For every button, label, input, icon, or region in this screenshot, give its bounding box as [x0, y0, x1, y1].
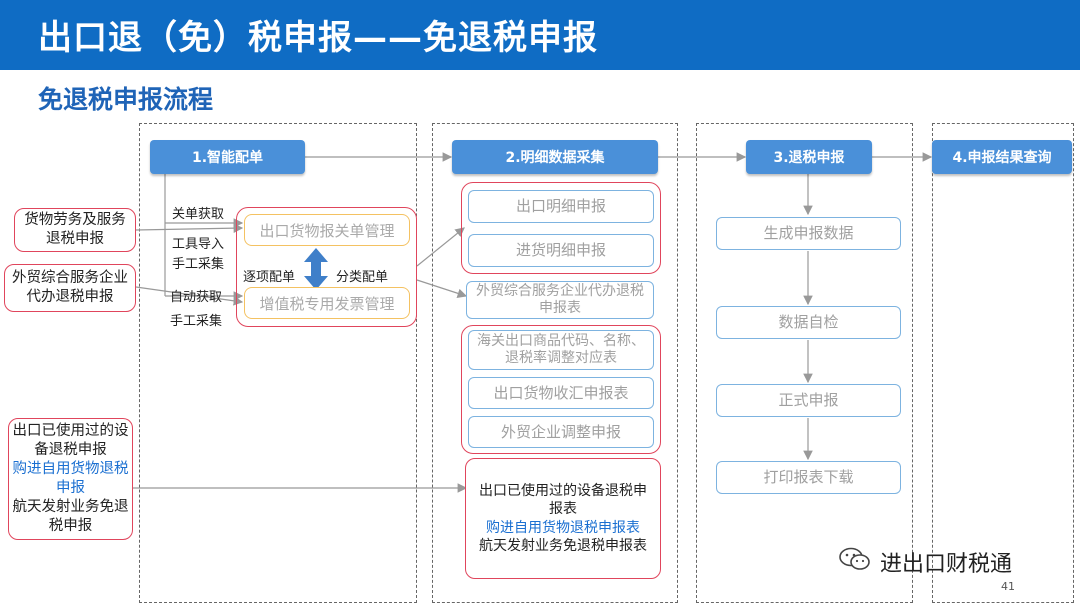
export-detail-declare[interactable]: 出口明细申报 [468, 190, 654, 223]
print-report-download[interactable]: 打印报表下载 [716, 461, 901, 494]
label-manual-1: 手工采集 [172, 257, 225, 272]
double-arrow-icon [304, 248, 328, 290]
input-aerospace: 航天发射业务免退税申报 [12, 498, 129, 534]
col2-special-tables: 出口已使用过的设备退税申报表 购进自用货物退税申报表 航天发射业务免退税申报表 [465, 458, 661, 579]
page-title: 出口退（免）税申报——免退税申报 [38, 18, 598, 58]
label-class-matching: 分类配单 [336, 270, 389, 285]
agent-declare-table[interactable]: 外贸综合服务企业代办退税申报表 [466, 281, 654, 319]
page-number: 41 [1001, 580, 1015, 593]
input-self-use: 购进自用货物退税申报 [12, 461, 129, 496]
step-1-smart-matching[interactable]: 1.智能配单 [150, 140, 305, 174]
column-4-frame [932, 123, 1074, 603]
input-group-special: 出口已使用过的设备退税申报 购进自用货物退税申报 航天发射业务免退税申报 [8, 418, 133, 540]
section-subtitle: 免退税申报流程 [38, 85, 214, 114]
input-foreign-trade-agent: 外贸综合服务企业代办退税申报 [4, 264, 136, 312]
customs-declaration-mgmt[interactable]: 出口货物报关单管理 [244, 214, 410, 246]
label-item-matching: 逐项配单 [243, 270, 296, 285]
label-tool-import: 工具导入 [172, 237, 225, 252]
self-use-refund-table: 购进自用货物退税申报表 [486, 519, 640, 536]
formal-declare[interactable]: 正式申报 [716, 384, 901, 417]
label-auto-fetch: 自动获取 [170, 290, 223, 305]
watermark-text: 进出口财税通 [880, 552, 1013, 577]
label-customs-fetch: 关单获取 [172, 207, 225, 222]
col1-management-group [236, 207, 417, 327]
label-manual-2: 手工采集 [170, 314, 223, 329]
input-goods-services-refund: 货物劳务及服务退税申报 [14, 208, 136, 252]
header-bar [0, 0, 1080, 70]
purchase-detail-declare[interactable]: 进货明细申报 [468, 234, 654, 267]
step-2-detail-collection[interactable]: 2.明细数据采集 [452, 140, 658, 174]
col2-detail-group [461, 182, 661, 274]
step-3-tax-refund-declare[interactable]: 3.退税申报 [746, 140, 872, 174]
wechat-icon [838, 546, 872, 572]
column-3-frame [696, 123, 913, 603]
vat-invoice-mgmt[interactable]: 增值税专用发票管理 [244, 287, 410, 319]
column-1-frame [139, 123, 417, 603]
trade-enterprise-adjust[interactable]: 外贸企业调整申报 [468, 416, 654, 448]
fx-receipt-declare-table[interactable]: 出口货物收汇申报表 [468, 377, 654, 409]
step-4-result-query[interactable]: 4.申报结果查询 [932, 140, 1072, 174]
aerospace-refund-table: 航天发射业务免退税申报表 [479, 537, 647, 554]
equipment-refund-table: 出口已使用过的设备退税申报表 [479, 483, 647, 518]
column-2-frame [432, 123, 678, 603]
data-self-check[interactable]: 数据自检 [716, 306, 901, 339]
generate-declare-data[interactable]: 生成申报数据 [716, 217, 901, 250]
hs-code-adjust-table[interactable]: 海关出口商品代码、名称、退税率调整对应表 [468, 330, 654, 370]
input-equipment: 出口已使用过的设备退税申报 [12, 423, 129, 459]
col2-adjust-group [461, 325, 661, 454]
